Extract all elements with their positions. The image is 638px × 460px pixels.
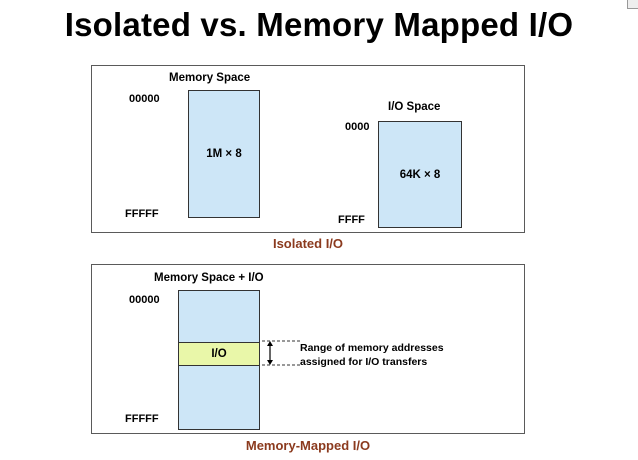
memory-io-space-label: Memory Space + I/O bbox=[154, 272, 264, 284]
io-end-address: FFFF bbox=[338, 214, 365, 226]
io-range-bracket bbox=[262, 340, 300, 366]
memory-space-label: Memory Space bbox=[169, 72, 251, 84]
memory-end-address: FFFFF bbox=[125, 208, 159, 220]
memory-io-space-block: I/O bbox=[178, 290, 260, 430]
memory-mapped-io-panel: Memory Space + I/O 00000 I/O FFFFF Range… bbox=[91, 264, 525, 434]
memory-mapped-io-caption: Memory-Mapped I/O bbox=[245, 438, 371, 453]
isolated-io-caption: Isolated I/O bbox=[272, 236, 344, 251]
io-range-note-line-2: assigned for I/O transfers bbox=[300, 356, 428, 368]
memory-space-block: 1M × 8 bbox=[188, 90, 260, 218]
io-region-band: I/O bbox=[179, 342, 259, 366]
io-range-note: Range of memory addresses assigned for I… bbox=[300, 341, 444, 369]
io-range-note-line-1: Range of memory addresses bbox=[300, 342, 444, 354]
slide-title: Isolated vs. Memory Mapped I/O bbox=[64, 6, 574, 43]
memory-size-label: 1M × 8 bbox=[206, 148, 242, 160]
io-region-label: I/O bbox=[211, 348, 227, 360]
io-space-label: I/O Space bbox=[388, 101, 441, 113]
mapped-start-address: 00000 bbox=[129, 294, 160, 306]
window-corner-mark bbox=[627, 0, 638, 9]
isolated-io-panel: Memory Space 00000 1M × 8 FFFFF I/O Spac… bbox=[91, 65, 525, 233]
io-start-address: 0000 bbox=[345, 121, 370, 133]
io-space-block: 64K × 8 bbox=[378, 121, 462, 228]
memory-start-address: 00000 bbox=[129, 93, 160, 105]
mapped-end-address: FFFFF bbox=[125, 413, 159, 425]
io-size-label: 64K × 8 bbox=[399, 168, 441, 181]
